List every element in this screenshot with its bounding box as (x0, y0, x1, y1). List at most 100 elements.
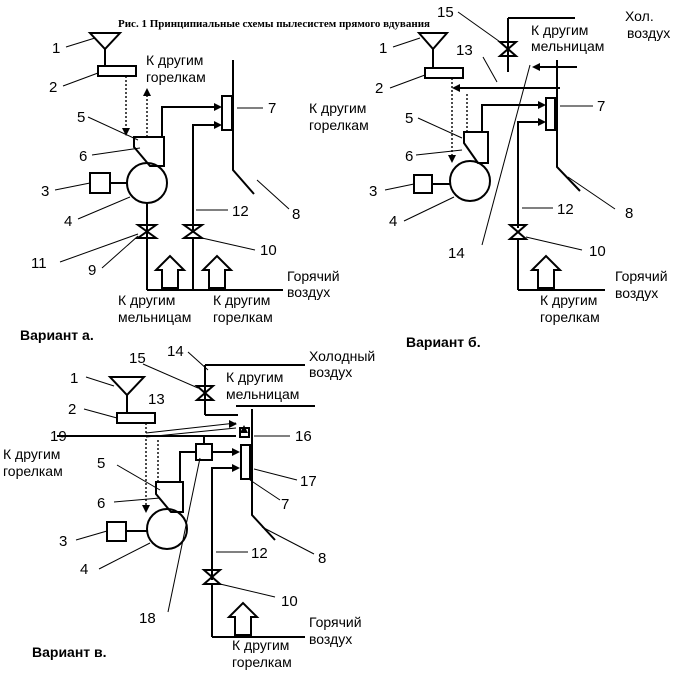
caption-variant-a: Вариант а. (20, 327, 94, 343)
raw-coal-hopper-a (87, 32, 123, 51)
feeder-b (424, 67, 464, 79)
furnace-wall-c (251, 409, 276, 541)
burner-c (240, 444, 251, 480)
label-5-c: 5 (97, 455, 105, 472)
label-5-b: 5 (405, 110, 413, 127)
label-3-a: 3 (41, 183, 49, 200)
text-to-other-mills-c1: К другим (226, 369, 283, 385)
label-10-c: 10 (281, 593, 298, 610)
text-to-other-burners-c2: К другим (232, 637, 289, 653)
label-12-c: 12 (251, 545, 268, 562)
text-to-other-mills-a1: К другим (118, 292, 175, 308)
valve-10-b (507, 224, 529, 240)
text-cold-air-1: Холодный (309, 348, 375, 364)
mill-b (449, 160, 491, 202)
label-19: 19 (50, 428, 67, 445)
text-burners-a1: горелкам (146, 69, 206, 85)
text-hot-air-a1: Горячий (287, 268, 340, 284)
valve-15 (497, 41, 519, 57)
label-10-b: 10 (589, 243, 606, 260)
label-2-a: 2 (49, 79, 57, 96)
raw-coal-hopper-b (416, 32, 450, 51)
label-12-b: 12 (557, 201, 574, 218)
label-4-b: 4 (389, 213, 397, 230)
text-hot-air-c2: воздух (309, 631, 352, 647)
text-to-other-burners-b1: К другим (309, 100, 366, 116)
label-1-a: 1 (52, 40, 60, 57)
separator-b (463, 131, 489, 164)
furnace-wall-b (556, 60, 581, 192)
label-6-a: 6 (79, 148, 87, 165)
text-burners-a2: горелкам (213, 309, 273, 325)
burner-a (221, 95, 233, 131)
variant-a: 1 2 3 4 5 6 7 8 9 10 11 12 К другим горе… (20, 32, 340, 343)
text-to-other-burners-a2: К другим (213, 292, 270, 308)
text-to-other-burners-a1: К другим (146, 52, 203, 68)
text-to-other-burners-b2: К другим (540, 292, 597, 308)
label-5-a: 5 (77, 109, 85, 126)
text-burners-c2: горелкам (232, 654, 292, 670)
label-9: 9 (88, 262, 96, 279)
label-3-c: 3 (59, 533, 67, 550)
text-to-other-burners-c1: К другим (3, 446, 60, 462)
label-3-b: 3 (369, 183, 377, 200)
label-4-a: 4 (64, 213, 72, 230)
label-1-c: 1 (70, 370, 78, 387)
text-burners-b1: горелкам (309, 117, 369, 133)
label-12-a: 12 (232, 203, 249, 220)
label-13-c: 13 (148, 391, 165, 408)
label-6-b: 6 (405, 148, 413, 165)
valve-9 (134, 224, 160, 239)
separator-a (133, 136, 165, 167)
label-14-b: 14 (448, 245, 465, 262)
label-2-c: 2 (68, 401, 76, 418)
text-cold-air-short-2: воздух (627, 25, 670, 41)
feeder-c (116, 412, 156, 424)
text-cold-air-short-1: Хол. (625, 8, 654, 24)
caption-variant-b: Вариант б. (406, 334, 481, 350)
text-hot-air-a2: воздух (287, 284, 330, 300)
label-15-b: 15 (437, 4, 454, 21)
mill-c (146, 508, 188, 550)
label-7-a: 7 (268, 100, 276, 117)
caption-variant-c: Вариант в. (32, 644, 107, 660)
label-7-b: 7 (597, 98, 605, 115)
label-6-c: 6 (97, 495, 105, 512)
text-mills-a1: мельницам (118, 309, 191, 325)
valve-10-c (201, 569, 223, 585)
variant-b: 1 2 3 4 5 6 7 8 10 12 13 14 15 Хол. возд… (309, 4, 670, 350)
furnace-wall-a (232, 60, 255, 195)
text-hot-air-c1: Горячий (309, 614, 362, 630)
mixer-18 (195, 443, 213, 461)
mill-drive-c (106, 521, 127, 542)
text-mills-c1: мельницам (226, 386, 299, 402)
label-10-a: 10 (260, 242, 277, 259)
mill-a (126, 162, 168, 204)
text-burners-b2: горелкам (540, 309, 600, 325)
mill-drive-b (413, 174, 433, 194)
label-11: 11 (31, 255, 47, 272)
label-17: 17 (300, 473, 317, 490)
text-mills-b1: мельницам (531, 38, 604, 54)
text-cold-air-2: воздух (309, 364, 352, 380)
valve-10-a (180, 224, 206, 239)
separator-c (155, 481, 184, 513)
label-13-b: 13 (456, 42, 473, 59)
valve-15-c (194, 385, 216, 401)
label-8-b: 8 (625, 205, 633, 222)
label-15-c: 15 (129, 350, 146, 367)
label-1-b: 1 (379, 40, 387, 57)
text-hot-air-b1: Горячий (615, 268, 668, 284)
burner-b (545, 97, 556, 131)
label-4-c: 4 (80, 561, 88, 578)
text-hot-air-b2: воздух (615, 285, 658, 301)
variant-c: 1 2 3 4 5 6 7 8 10 12 13 14 15 16 17 18 … (3, 343, 375, 670)
label-18: 18 (139, 610, 156, 627)
label-8-c: 8 (318, 550, 326, 567)
feeder-a (97, 65, 137, 77)
label-7-c: 7 (281, 496, 289, 513)
label-14-c: 14 (167, 343, 184, 360)
mill-drive-a (89, 172, 111, 194)
